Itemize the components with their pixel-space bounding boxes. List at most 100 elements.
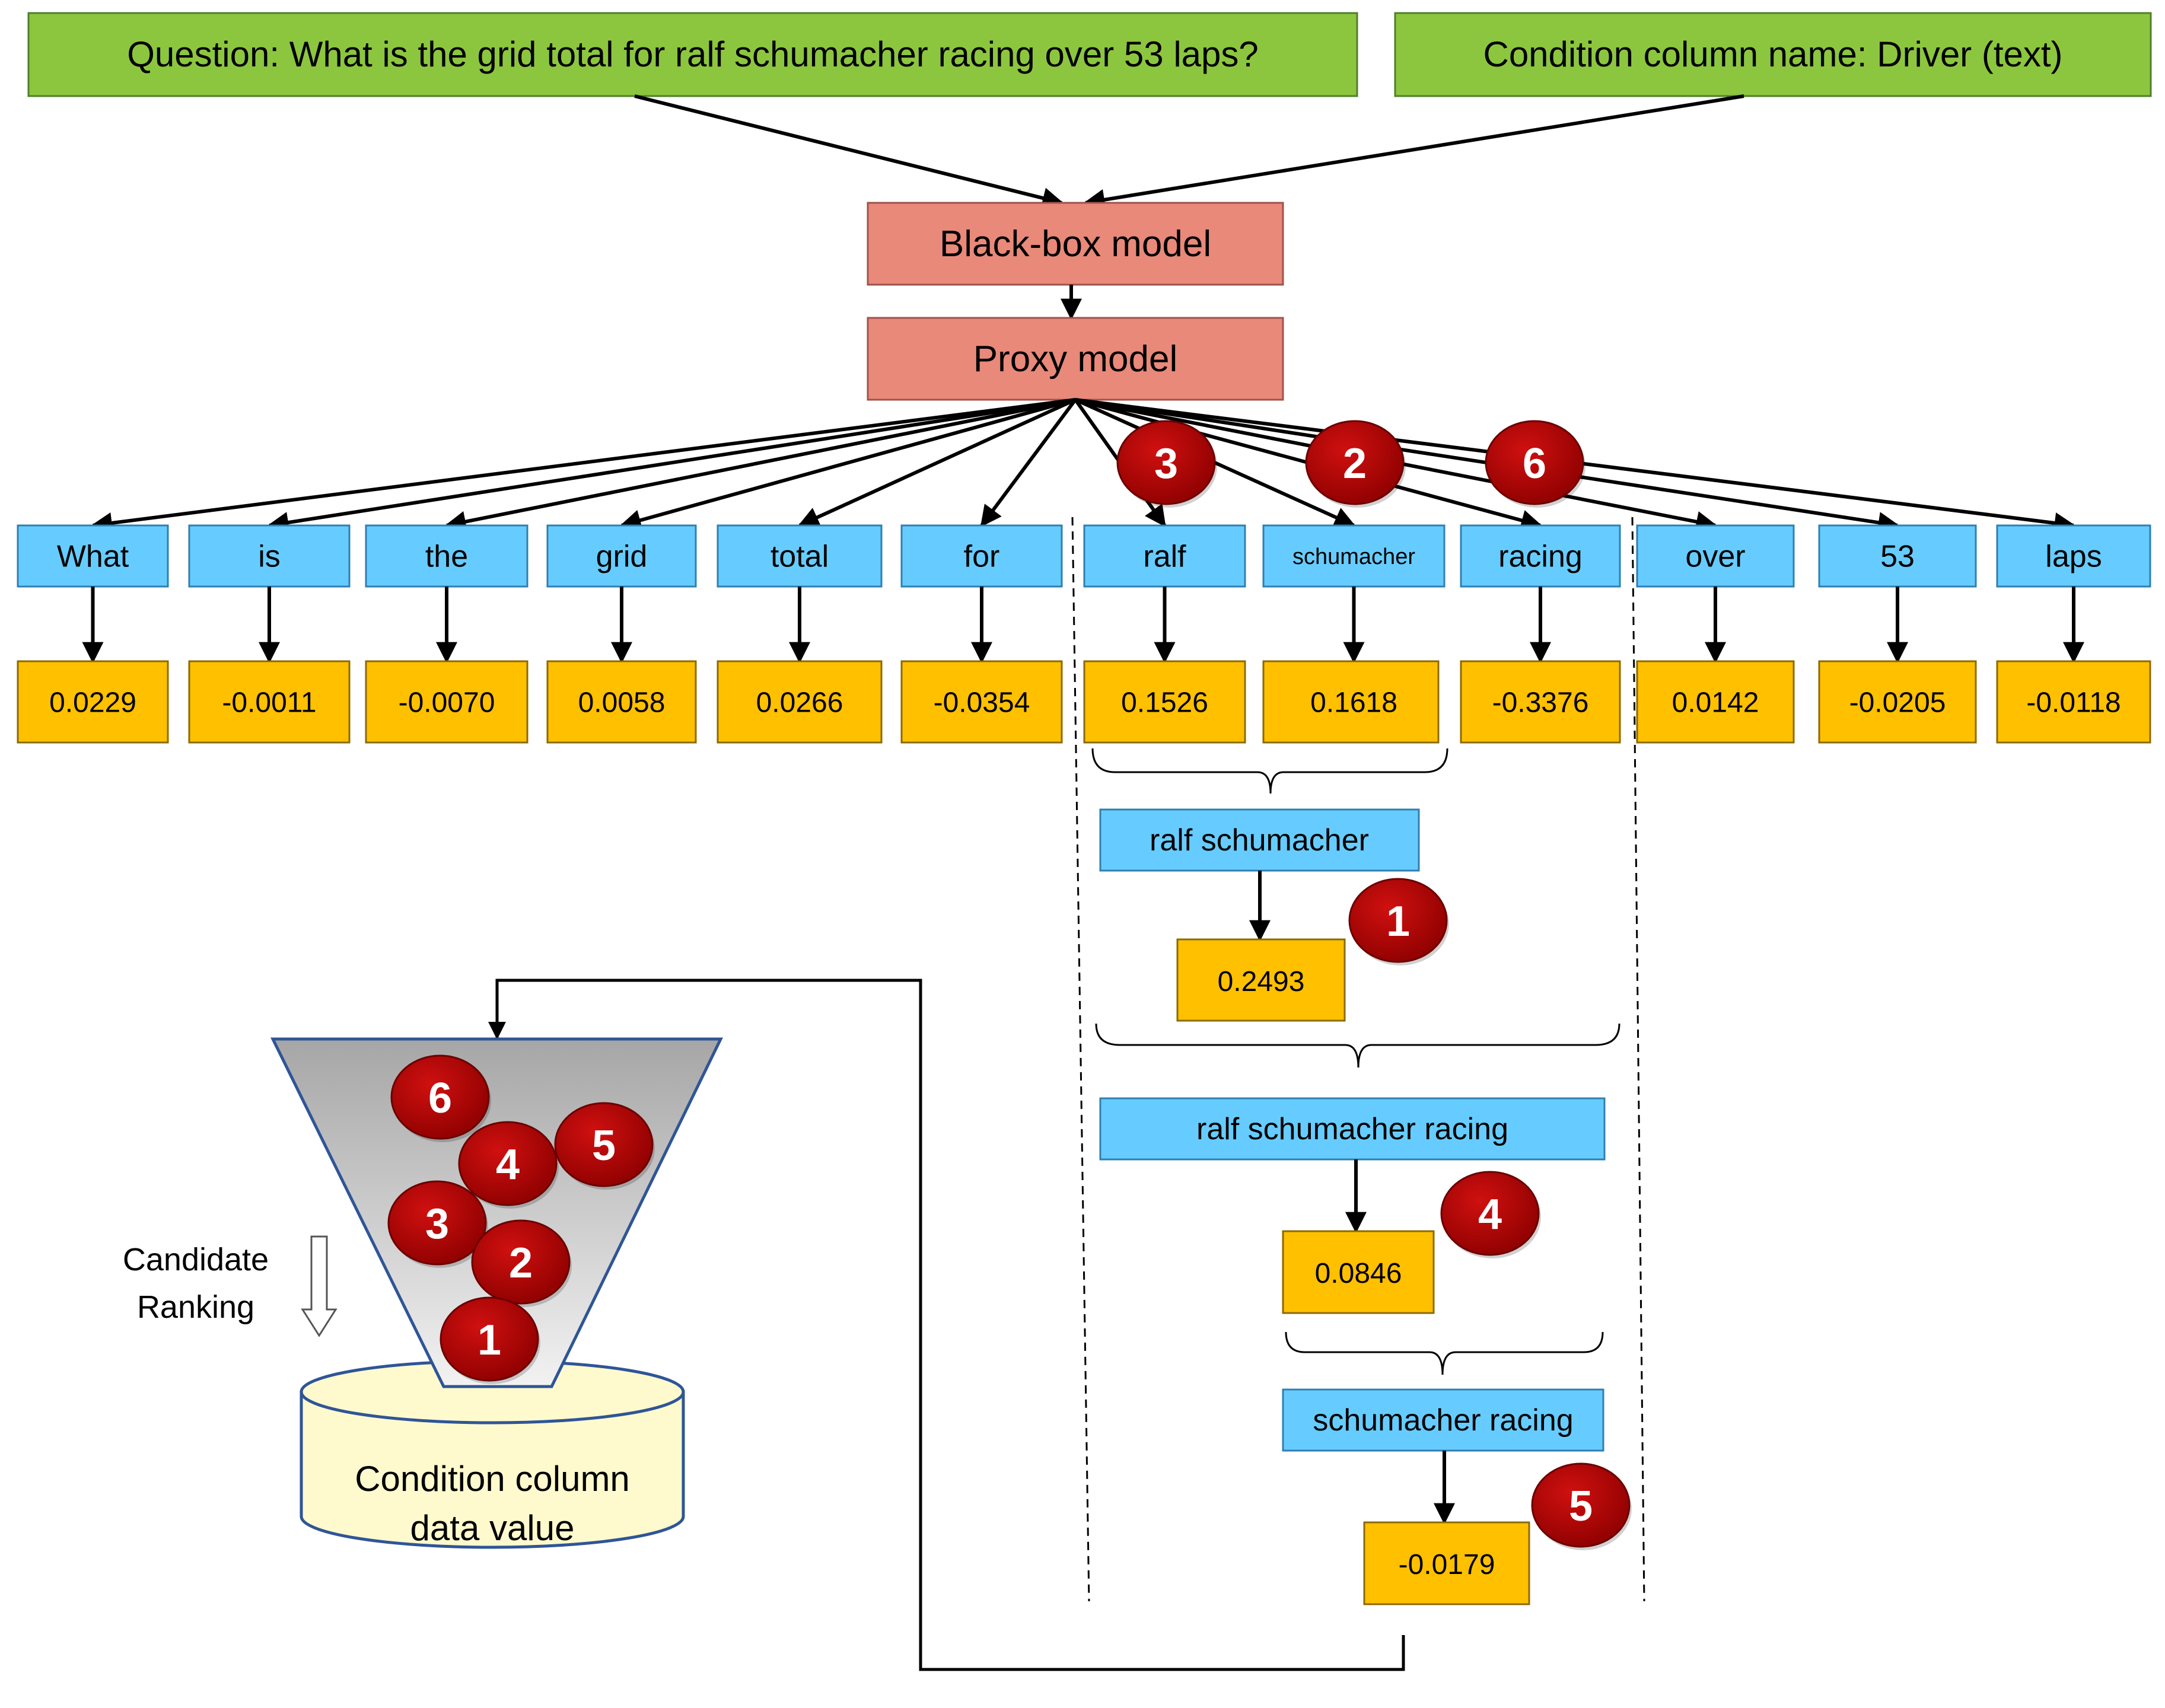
proxy-model-label: Proxy model <box>973 339 1178 380</box>
condition-value-database: Condition column data value <box>300 1359 685 1549</box>
token-label: total <box>771 540 829 574</box>
rank-number: 1 <box>1386 898 1410 945</box>
token-score: 0.0229 <box>49 687 136 719</box>
score-box <box>1818 660 1977 744</box>
brace-ralf-schumacher <box>1091 748 1448 794</box>
token-box <box>365 524 528 588</box>
rank-number: 5 <box>592 1122 616 1170</box>
rank-badge: 6 <box>390 1054 491 1142</box>
score-box <box>1996 660 2151 744</box>
rank-number: 2 <box>1343 440 1367 487</box>
token-score: 0.1526 <box>1121 687 1208 719</box>
rank-number: 6 <box>428 1075 452 1122</box>
database-label-line2: data value <box>410 1508 575 1548</box>
token-score: 0.0058 <box>578 687 666 719</box>
question-text: Question: What is the grid total for ral… <box>127 34 1259 74</box>
token-box <box>1818 524 1977 588</box>
feedback-connector <box>488 979 1405 1671</box>
question-box: Question: What is the grid total for ral… <box>27 12 1358 97</box>
rank-badge: 5 <box>554 1102 655 1190</box>
token-score: 0.1618 <box>1310 687 1397 719</box>
left-dashed-separator <box>1071 517 1090 1602</box>
condition-column-box: Condition column name: Driver (text) <box>1394 12 2152 97</box>
phrase-score: 0.2493 <box>1218 966 1305 998</box>
token-box <box>1996 524 2151 588</box>
token-row: What0.0229is-0.0011the-0.0070grid0.0058t… <box>17 524 2151 744</box>
rank-badge: 1 <box>440 1296 540 1384</box>
rank-number: 6 <box>1523 440 1546 487</box>
condition-column-text: Condition column name: Driver (text) <box>1483 34 2062 74</box>
phrase-score-box: -0.0179 <box>1363 1521 1530 1605</box>
phrase-label: ralf schumacher racing <box>1196 1112 1508 1146</box>
proxy-to-token-arrows <box>90 398 2076 534</box>
rank-number: 4 <box>1478 1191 1502 1238</box>
token-box <box>1460 524 1621 588</box>
score-box <box>1083 660 1246 744</box>
candidate-ranking-caption-line1: Candidate <box>123 1242 269 1277</box>
rank-number: 4 <box>496 1141 520 1188</box>
candidate-ranking-caption-line2: Ranking <box>137 1289 254 1325</box>
token-box <box>188 524 351 588</box>
token-box <box>17 524 169 588</box>
token-score: -0.0354 <box>934 687 1030 719</box>
ranking-down-arrow-icon <box>301 1235 338 1337</box>
rank-badge: 4 <box>458 1121 559 1209</box>
phrase-box: ralf schumacher racing <box>1099 1097 1606 1161</box>
score-box <box>365 660 528 744</box>
token-label: laps <box>2045 540 2102 574</box>
rank-badge: 3 <box>387 1180 488 1268</box>
phrase-label: schumacher racing <box>1313 1403 1573 1438</box>
rank-badge: 6 <box>1485 420 1585 508</box>
right-dashed-separator <box>1631 517 1645 1602</box>
token-score: -0.0205 <box>1849 687 1946 719</box>
token-label: over <box>1685 540 1745 574</box>
phrase-score: 0.0846 <box>1315 1258 1402 1289</box>
question-to-blackbox-arrow <box>634 94 1064 209</box>
token-box <box>1262 524 1446 588</box>
score-box <box>717 660 883 744</box>
token-label: the <box>425 540 468 574</box>
phrase-score: -0.0179 <box>1399 1549 1495 1580</box>
proxy-to-token-arrow <box>797 398 1077 527</box>
rank-badges: 3 2 6 1 4 5 <box>1116 420 1632 1550</box>
score-box <box>900 660 1063 744</box>
token-score: 0.0266 <box>756 687 843 719</box>
token-box <box>900 524 1063 588</box>
score-box <box>1460 660 1621 744</box>
score-box <box>546 660 697 744</box>
score-box <box>1636 660 1795 744</box>
rank-badge: 2 <box>1305 420 1406 508</box>
token-score: -0.0118 <box>2026 687 2121 719</box>
blackbox-model-label: Black-box model <box>940 224 1211 265</box>
score-box <box>17 660 169 744</box>
rank-badge: 5 <box>1531 1462 1632 1550</box>
proxy-to-token-arrow <box>619 398 1076 531</box>
proxy-to-token-arrow <box>90 398 1076 534</box>
score-box <box>1262 660 1440 744</box>
phrase-score-box: 0.2493 <box>1176 938 1346 1022</box>
phrase-label: ralf schumacher <box>1150 823 1369 858</box>
rank-number: 5 <box>1569 1483 1593 1530</box>
brace-ralf-schumacher-racing <box>1095 1023 1620 1068</box>
funnel-rank-badges: 64 5 3 2 1 <box>387 1054 655 1384</box>
database-label-line1: Condition column <box>355 1459 630 1499</box>
rank-badge: 1 <box>1348 878 1449 965</box>
phrase-box: schumacher racing <box>1282 1388 1604 1452</box>
token-label: 53 <box>1880 540 1915 574</box>
token-score: -0.3376 <box>1492 687 1589 719</box>
token-label: What <box>57 540 129 574</box>
token-label: grid <box>596 540 648 574</box>
rank-badge: 3 <box>1116 420 1217 508</box>
proxy-model-box: Proxy model <box>867 317 1284 401</box>
rank-number: 3 <box>1154 440 1178 487</box>
token-score: -0.0011 <box>222 687 316 719</box>
phrase-box: ralf schumacher <box>1099 808 1420 872</box>
token-score: 0.0142 <box>1672 687 1759 719</box>
blackbox-model-box: Black-box model <box>867 202 1284 286</box>
rank-number: 3 <box>425 1200 449 1248</box>
token-score: -0.0070 <box>399 687 495 719</box>
rank-number: 2 <box>509 1239 533 1287</box>
token-label: racing <box>1498 540 1583 574</box>
proxy-to-token-arrow <box>980 399 1077 527</box>
